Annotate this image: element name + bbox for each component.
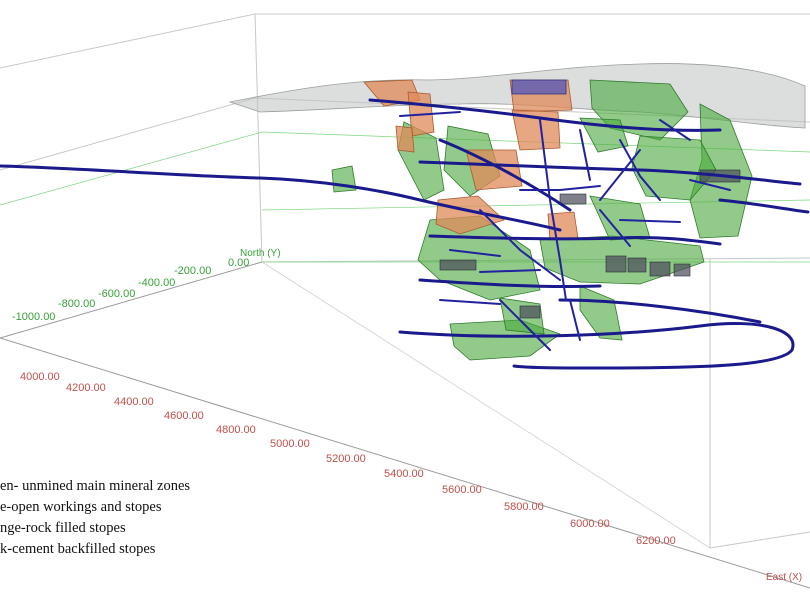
- rock-stope-block: [519, 305, 541, 319]
- crosscut: [499, 299, 551, 351]
- crosscut: [579, 129, 591, 181]
- crosscut: [539, 119, 567, 301]
- north-axis-labels: North (Y) 0.00 -200.00 -400.00 -600.00 -…: [12, 248, 281, 323]
- crosscut: [659, 119, 691, 141]
- east-tick-label: 4800.00: [216, 424, 256, 436]
- legend-item-open-workings: e-open workings and stopes: [0, 499, 162, 515]
- rock-stope-block: [439, 259, 477, 271]
- east-ramp: [558, 298, 762, 324]
- crosscut: [689, 179, 731, 191]
- decline-drift: [438, 138, 572, 212]
- crosscut: [619, 139, 661, 201]
- rock-stope-block: [673, 263, 691, 277]
- top-stope-block: [511, 79, 567, 95]
- north-tick-label: -400.00: [138, 277, 175, 289]
- north-tick-label: -200.00: [174, 265, 211, 277]
- north-tick-label: -1000.00: [12, 311, 55, 323]
- north-tick-label: -800.00: [58, 298, 95, 310]
- east-tick-label: 5600.00: [442, 484, 482, 496]
- east-axis-labels: 4000.00 4200.00 4400.00 4600.00 4800.00 …: [20, 371, 802, 583]
- mineral-zone-shape: [579, 285, 623, 341]
- main-haulage-drift: [0, 164, 562, 232]
- east-spur: [718, 198, 810, 214]
- crosscut: [439, 299, 501, 305]
- crosscut: [619, 219, 681, 223]
- open-stope-shape: [395, 125, 415, 153]
- east-tick-label: 4200.00: [66, 382, 106, 394]
- mine-crosscuts: [399, 111, 731, 351]
- legend-item-cement-backfilled: k-cement backfilled stopes: [0, 541, 156, 557]
- east-axis-line-upper: [261, 261, 711, 549]
- ramp-loop: [398, 322, 795, 370]
- north-tick-label: 0.00: [228, 257, 249, 269]
- east-axis-title: East (X): [766, 572, 802, 583]
- upper-level-drift: [368, 98, 722, 132]
- north-axis-line: [0, 261, 263, 339]
- mid-level-drift: [418, 160, 802, 186]
- east-tick-label: 6000.00: [570, 518, 610, 530]
- legend: en- unmined main mineral zones e-open wo…: [0, 476, 300, 560]
- rock-stope-block: [605, 255, 627, 273]
- east-tick-label: 4400.00: [114, 396, 154, 408]
- crosscut: [479, 209, 561, 281]
- mine-drifts: [0, 98, 810, 370]
- crosscut: [479, 269, 541, 273]
- mineral-zone-shape: [417, 215, 541, 301]
- crosscut: [569, 299, 581, 341]
- crosscut: [399, 111, 461, 117]
- bounding-box: [0, 13, 810, 549]
- east-axis-line: [0, 337, 810, 589]
- open-stope-shape: [465, 149, 523, 191]
- north-tick-label: -600.00: [98, 288, 135, 300]
- rock-stope-block: [559, 193, 587, 205]
- east-tick-label: 5800.00: [504, 501, 544, 513]
- open-stope-shape: [435, 195, 505, 235]
- east-tick-label: 4000.00: [20, 371, 60, 383]
- north-axis-title: North (Y): [240, 248, 281, 259]
- level-drift-4: [418, 278, 602, 289]
- crosscut: [519, 185, 601, 191]
- crosscut: [599, 209, 631, 247]
- east-tick-label: 5400.00: [384, 468, 424, 480]
- rock-stope-block: [649, 261, 671, 277]
- legend-item-rock-filled: nge-rock filled stopes: [0, 520, 126, 536]
- crosscut: [449, 249, 501, 257]
- legend-item-mineral-zones: en- unmined main mineral zones: [0, 478, 191, 494]
- east-tick-label: 5200.00: [326, 453, 366, 465]
- east-tick-label: 4600.00: [164, 410, 204, 422]
- east-tick-label: 5000.00: [270, 438, 310, 450]
- east-tick-label: 6200.00: [636, 535, 676, 547]
- lower-level-drift: [428, 234, 722, 246]
- rock-stope-block: [627, 257, 647, 273]
- crosscut: [599, 149, 641, 201]
- mineral-zone-shape: [631, 135, 717, 201]
